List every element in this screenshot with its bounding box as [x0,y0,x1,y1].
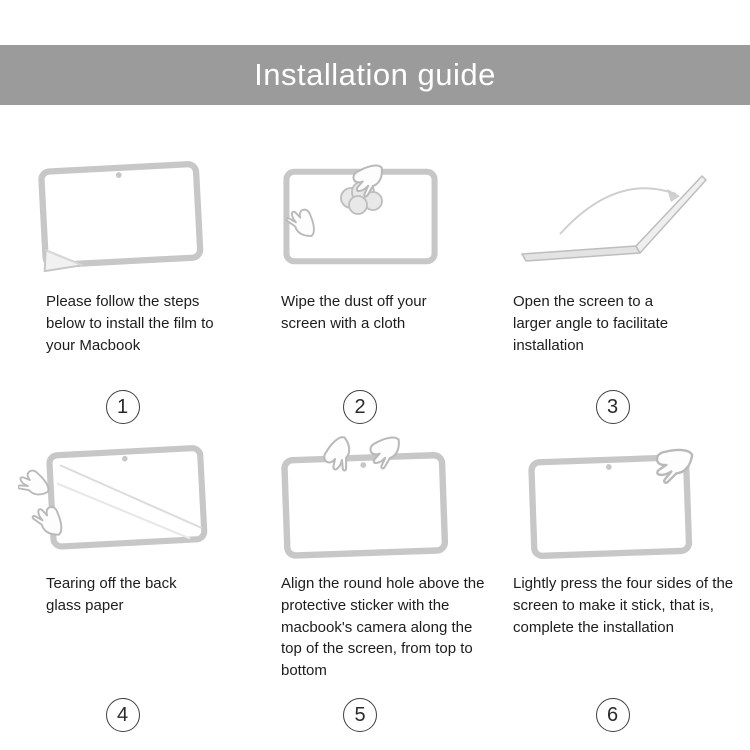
step-caption: Tearing off the back glass paper [46,575,177,614]
step-number: 6 [485,698,740,740]
step-6-illustration [485,432,740,564]
screen-peel-film-icon [18,154,228,273]
step-caption: Please follow the steps below to install… [46,293,214,354]
step-number: 4 [10,698,235,740]
step-1: Please follow the steps below to install… [10,150,235,432]
step-number: 3 [485,390,740,432]
step-1-illustration [10,150,235,282]
step-number-badge: 5 [343,698,377,732]
step-number-badge: 1 [105,390,140,424]
step-number: 2 [235,390,485,432]
step-3-illustration [485,150,740,282]
step-5: Align the round hole above the protectiv… [235,432,485,740]
tear-backing-icon [17,436,228,564]
align-camera-icon [250,436,470,564]
step-caption: Align the round hole above the protectiv… [281,575,485,679]
step-caption: Lightly press the four sides of the scre… [513,575,734,636]
step-3: Open the screen to a larger angle to fac… [485,150,740,432]
step-number: 5 [235,698,485,740]
step-5-illustration [235,432,485,564]
step-4-illustration [10,432,235,564]
step-2: Wipe the dust off your screen with a clo… [235,150,485,432]
step-number: 1 [10,390,235,432]
step-number-badge: 2 [343,390,377,424]
open-laptop-icon [520,175,707,262]
step-4: Tearing off the back glass paper 4 [10,432,235,740]
step-2-illustration [235,150,485,282]
step-number-badge: 6 [595,698,630,732]
step-caption: Wipe the dust off your screen with a clo… [281,293,427,332]
steps-grid: Please follow the steps below to install… [10,150,740,740]
page-title: Installation guide [254,57,496,92]
step-6: Lightly press the four sides of the scre… [485,432,740,740]
header-banner: Installation guide [0,45,750,105]
step-number-badge: 3 [595,390,630,424]
step-number-badge: 4 [105,698,140,732]
step-caption: Open the screen to a larger angle to fac… [513,293,669,354]
press-sides-icon [503,438,696,564]
wipe-cloth-icon [282,159,465,282]
